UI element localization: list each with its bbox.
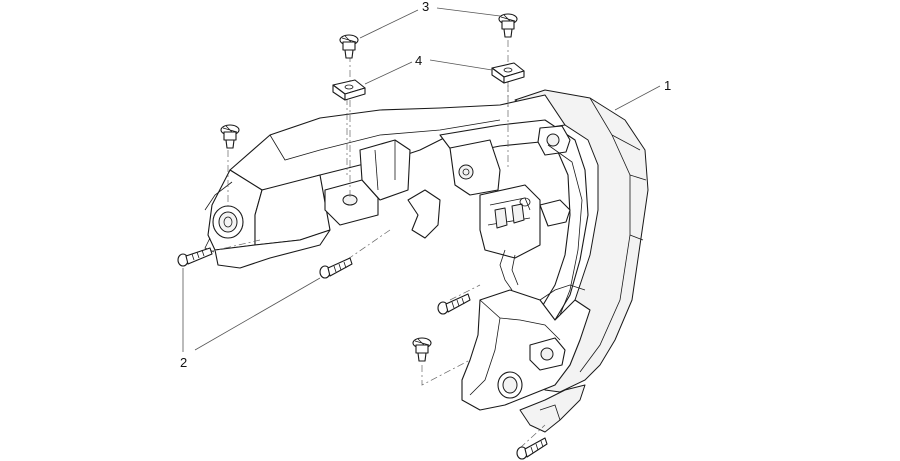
top-right-boss (537, 125, 571, 156)
clip-nut-4-left (332, 79, 366, 101)
connector-block (479, 184, 571, 291)
housing-right-shell (514, 89, 649, 393)
screw-2-b (319, 257, 353, 279)
lower-boss (529, 337, 566, 371)
screw-lower-vertical (412, 337, 432, 362)
screw-2-a (177, 247, 213, 267)
screw-3-right (498, 13, 518, 38)
cable-channel (547, 144, 583, 316)
bottom-fin (519, 384, 586, 433)
callout-4: 4 (415, 53, 422, 68)
housing-lower-leg (461, 289, 591, 411)
clip-nut-4-right (491, 62, 525, 84)
center-hook (407, 189, 441, 239)
callout-2: 2 (180, 355, 187, 370)
lower-socket (497, 371, 523, 399)
screw-bottom (516, 437, 548, 460)
left-socket (204, 181, 244, 253)
housing-part-1 (204, 89, 649, 433)
leader-lines (182, 7, 661, 352)
callout-3: 3 (422, 0, 429, 14)
screw-left-arm (220, 124, 240, 149)
screw-3-left (339, 34, 359, 59)
screw-center-low (437, 293, 471, 315)
center-mount-bracket (324, 139, 411, 226)
callout-1: 1 (664, 78, 671, 93)
inner-boss (449, 139, 501, 196)
